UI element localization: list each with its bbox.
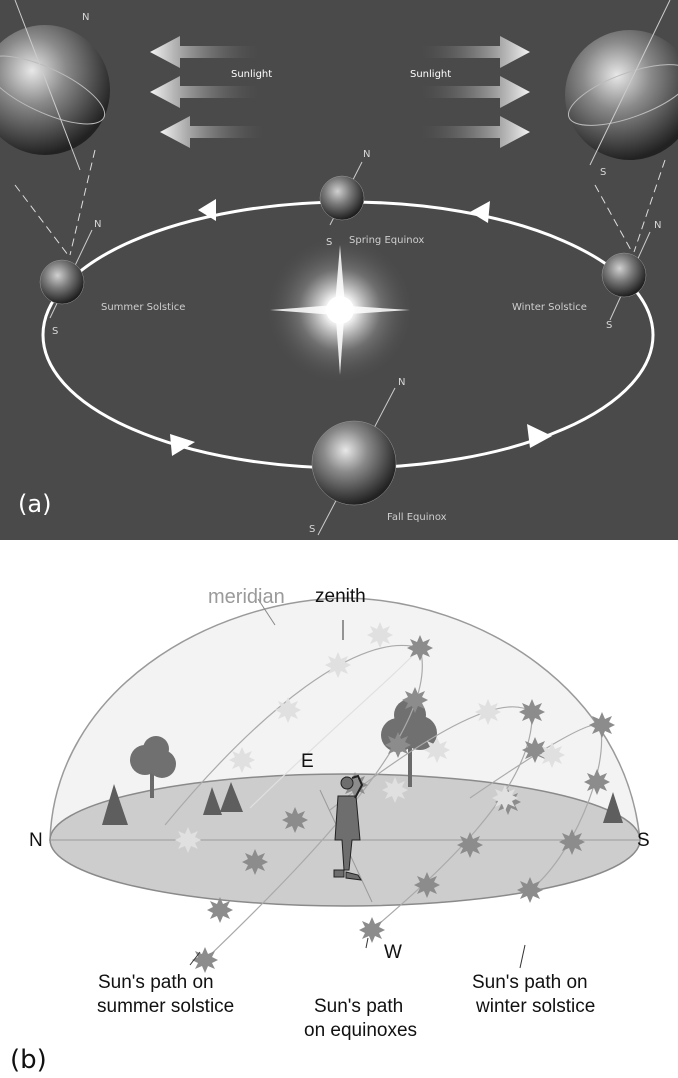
orbit-arrow-top-left: [198, 199, 216, 221]
globe-large-right: S: [565, 0, 678, 178]
tree-cone-right: [603, 792, 623, 823]
orbit-diagram-svg: N S Sunlight Sunlight N S Sp: [0, 0, 678, 536]
summer-solstice-label: Summer Solstice: [101, 302, 185, 313]
panel-a-label: (a): [18, 490, 51, 518]
sky-dome-svg: meridian zenith E W N S Sun's path on su…: [10, 586, 650, 1075]
equinox-path-leader: [365, 937, 369, 949]
zenith-label: zenith: [315, 586, 366, 607]
east-label: E: [301, 751, 314, 772]
orbit-arrow-top-right: [470, 201, 490, 223]
north-label-spring: N: [363, 149, 370, 160]
south-label-summer: S: [52, 326, 58, 337]
winter-solstice-label: Winter Solstice: [512, 302, 587, 313]
observer-figure: [333, 774, 364, 881]
summer-path-leader: [189, 951, 201, 966]
earth-spring-equinox: N S Spring Equinox: [319, 149, 424, 248]
panel-b-label: (b): [10, 1045, 47, 1075]
sun: [265, 235, 415, 385]
connector-dashed-right-1: [594, 184, 633, 253]
summer-path-label-line2: summer solstice: [97, 996, 234, 1017]
north-label-winter: N: [654, 220, 661, 231]
south-label-fall: S: [309, 524, 315, 535]
orbit-arrow-bottom-left: [170, 434, 195, 456]
orbit-arrow-bottom-right: [527, 424, 552, 448]
orbit-diagram-panel: N S Sunlight Sunlight N S Sp: [0, 0, 678, 540]
tree-round-left: [130, 736, 176, 798]
earth-fall-equinox: N S Fall Equinox: [309, 377, 447, 536]
tree-cone-mid-1: [203, 787, 222, 815]
south-label-large-right: S: [600, 167, 606, 178]
north-label-summer: N: [94, 219, 101, 230]
summer-path-label-line1: Sun's path on: [98, 972, 214, 993]
south-label-spring: S: [326, 237, 332, 248]
connector-dashed-left-2: [14, 184, 69, 256]
winter-path-label-line1: Sun's path on: [472, 972, 588, 993]
west-label: W: [384, 942, 402, 963]
south-label-winter: S: [606, 320, 612, 331]
meridian-leader: [257, 598, 276, 626]
summer-solstice-path-back: [249, 647, 421, 809]
spring-equinox-label: Spring Equinox: [349, 235, 424, 246]
winter-path-leader: [519, 944, 526, 969]
sunlight-arrows-left: [150, 36, 265, 148]
sunlight-label-right: Sunlight: [410, 69, 451, 80]
earth-winter-solstice: N S Winter Solstice: [512, 220, 661, 331]
north-label-fall: N: [398, 377, 405, 388]
connector-dashed-left-1: [69, 149, 96, 256]
north-label: N: [29, 830, 43, 851]
winter-path-label-line2: winter solstice: [475, 996, 595, 1017]
sunlight-label-left: Sunlight: [231, 69, 272, 80]
tree-cone-mid-2: [220, 782, 243, 812]
earth-summer-solstice: N S Summer Solstice: [39, 219, 185, 337]
tree-cone-left: [102, 784, 128, 825]
meridian-label: meridian: [208, 586, 285, 608]
equinox-path-label-line2: on equinoxes: [304, 1020, 417, 1041]
fall-equinox-label: Fall Equinox: [387, 512, 447, 523]
globe-large-left: N: [0, 0, 110, 171]
sky-dome-panel: meridian zenith E W N S Sun's path on su…: [0, 540, 678, 1078]
sunlight-arrows-right: [420, 36, 530, 148]
south-label: S: [637, 830, 650, 851]
connector-dashed-right-2: [633, 159, 666, 253]
equinox-path-label-line1: Sun's path: [314, 996, 403, 1017]
north-label-large-left: N: [82, 12, 89, 23]
